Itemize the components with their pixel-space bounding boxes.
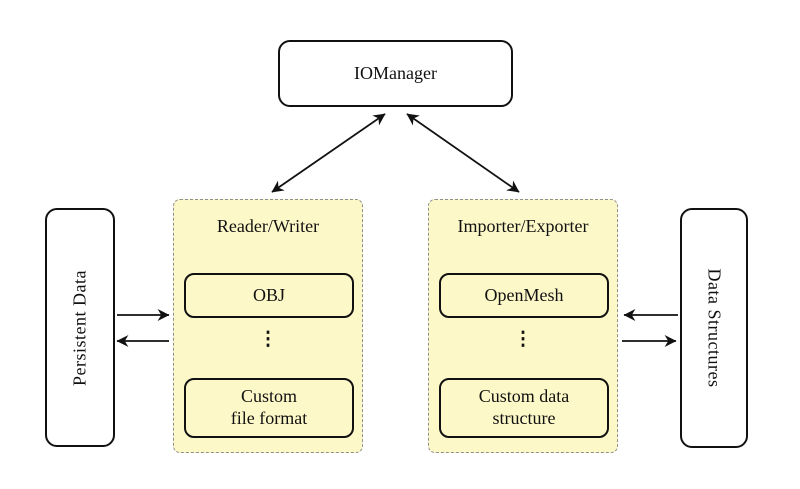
node-custom-file-format-line2: file format bbox=[230, 408, 308, 428]
group-reader-writer: Reader/Writer OBJ ⋮ Custom file format bbox=[173, 199, 363, 453]
node-custom-data-structure-line2: structure bbox=[492, 408, 556, 428]
group-importer-exporter-label: Importer/Exporter bbox=[457, 216, 589, 236]
arrow-iomanager-importerexporter bbox=[406, 113, 520, 193]
node-obj-label: OBJ bbox=[252, 284, 285, 305]
arrow-iomanager-readerwriter bbox=[271, 113, 386, 193]
node-obj: OBJ bbox=[184, 273, 354, 318]
node-iomanager-label: IOManager bbox=[354, 63, 437, 83]
node-data-structures-label: Data Structures bbox=[704, 268, 725, 388]
node-persistent-data: Persistent Data bbox=[45, 208, 115, 447]
node-custom-data-structure: Custom data structure bbox=[439, 378, 609, 438]
node-openmesh-label: OpenMesh bbox=[484, 284, 564, 305]
node-custom-file-format-line1: Custom bbox=[240, 386, 297, 407]
node-data-structures: Data Structures bbox=[680, 208, 748, 448]
node-custom-data-structure-line1: Custom data bbox=[478, 386, 570, 407]
node-custom-file-format: Custom file format bbox=[184, 378, 354, 438]
node-openmesh: OpenMesh bbox=[439, 273, 609, 318]
node-iomanager: IOManager bbox=[278, 40, 513, 107]
group-reader-writer-label: Reader/Writer bbox=[216, 216, 320, 236]
node-persistent-data-label: Persistent Data bbox=[69, 269, 90, 386]
reader-writer-ellipsis: ⋮ bbox=[258, 329, 278, 350]
group-importer-exporter: Importer/Exporter OpenMesh ⋮ Custom data… bbox=[428, 199, 618, 453]
importer-exporter-ellipsis: ⋮ bbox=[513, 329, 533, 350]
